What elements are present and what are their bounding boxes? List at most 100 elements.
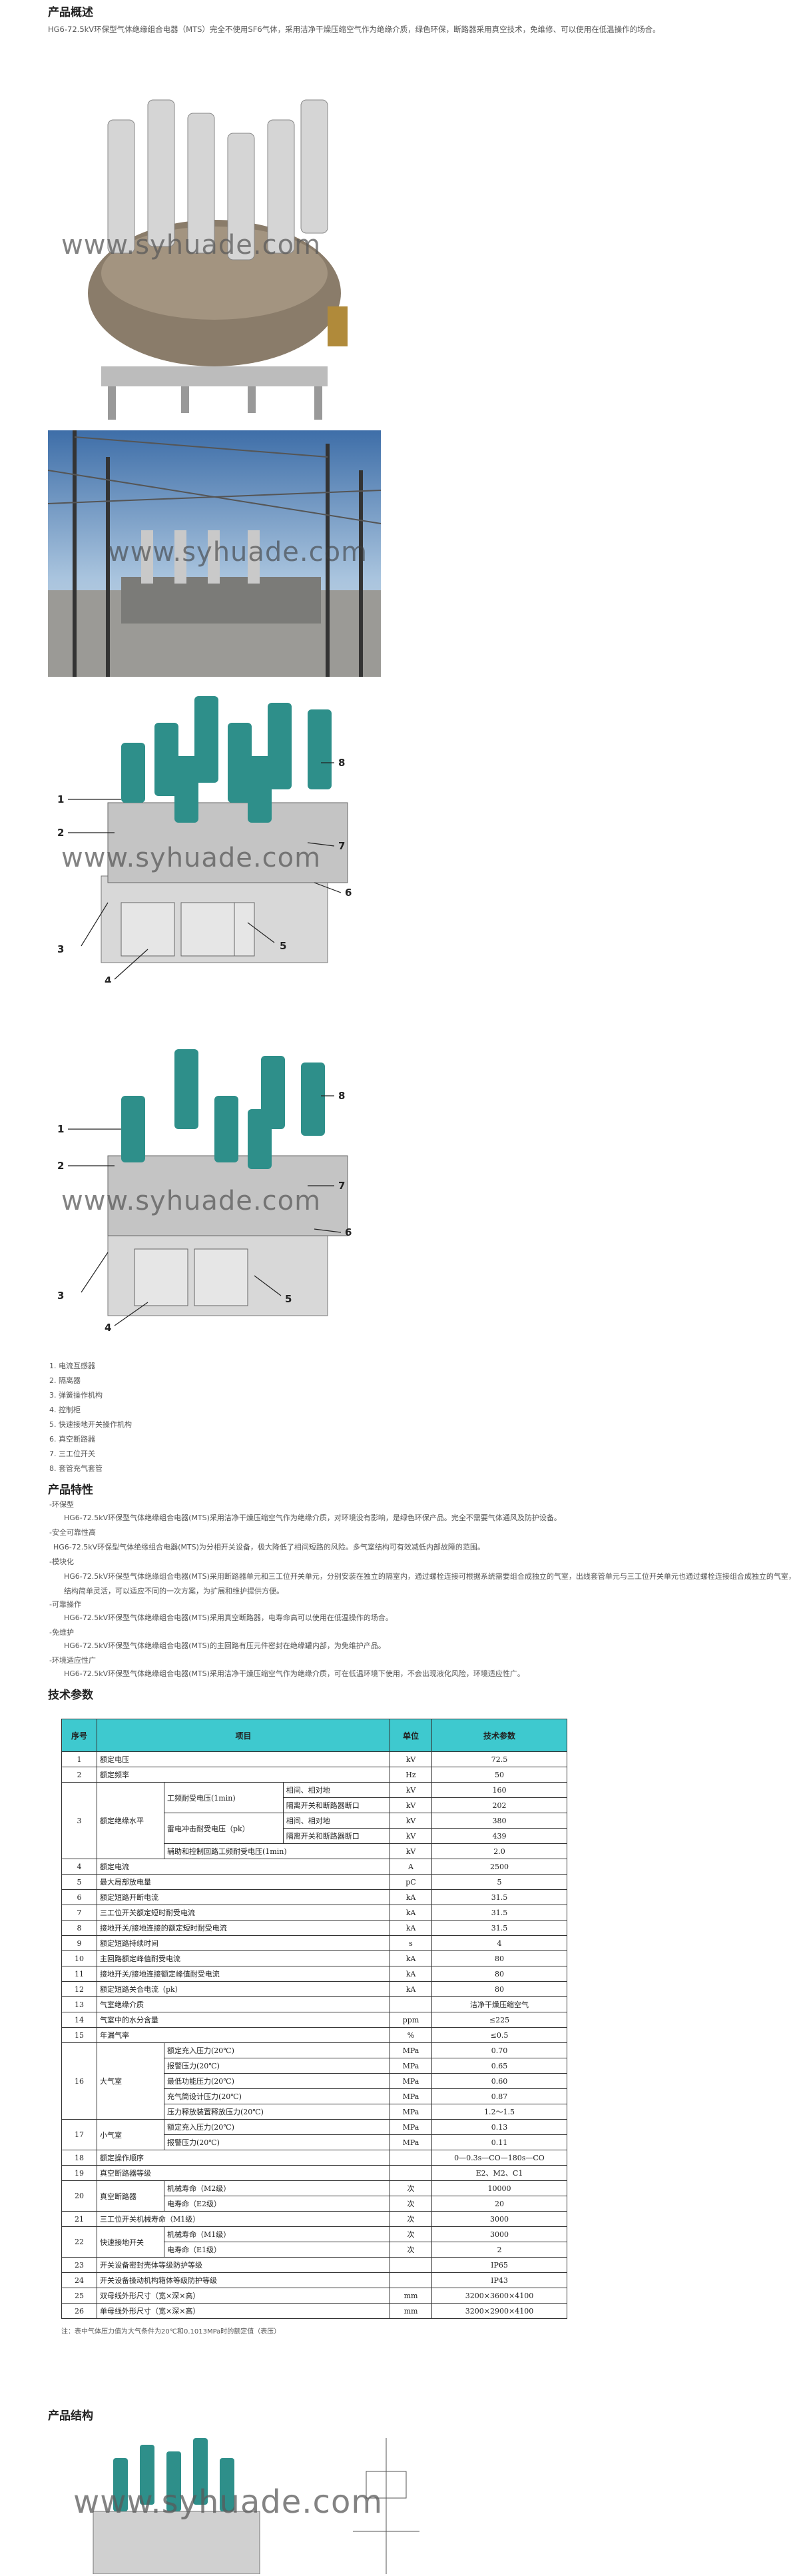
param-unit: MPa (390, 2088, 432, 2104)
feature-text: HG6-72.5kV环保型气体绝缘组合电器(MTS)采用真空断路器，电寿命高可以… (64, 1613, 393, 1622)
tech-note: 注：表中气体压力值为大气条件为20℃和0.1013MPa时的额定值（表压） (61, 2328, 281, 2336)
structure-diagram-2: 1 2 3 4 5 6 7 8 www.syhuade.com (48, 1023, 381, 1336)
diagram-label-3: 3 (57, 1290, 64, 1302)
diagram-label-6: 6 (345, 1226, 352, 1238)
param-value: ≤0.5 (431, 2027, 567, 2043)
row-number: 9 (61, 1935, 97, 1951)
param-group: 真空断路器 (97, 2180, 164, 2212)
diagram-label-3: 3 (57, 943, 64, 955)
col-header: 序号 (61, 1719, 97, 1752)
param-name: 额定短路开断电流 (97, 1889, 390, 1905)
structure-drawing: www.syhuade.com (73, 2431, 446, 2575)
product-photo-1: www.syhuade.com (48, 73, 381, 420)
param-unit: MPa (390, 2058, 432, 2074)
param-unit: kV (390, 1843, 432, 1859)
param-name: 额定电流 (97, 1859, 390, 1875)
legend-item: 8. 套管充气套管 (49, 1464, 103, 1473)
param-unit: kA (390, 1905, 432, 1921)
structure-diagram-1: 1 2 3 4 5 6 7 8 www.syhuade.com (48, 683, 381, 987)
param-unit: kA (390, 1920, 432, 1936)
param-name: 气室绝缘介质 (97, 1996, 390, 2012)
param-value: 80 (431, 1966, 567, 1982)
watermark: www.syhuade.com (61, 1186, 322, 1216)
param-name: 真空断路器等级 (97, 2165, 390, 2181)
param-value: 50 (431, 1767, 567, 1783)
param-name: 接地开关/接地连接的额定短时耐受电流 (97, 1920, 390, 1936)
param-value: 2.0 (431, 1843, 567, 1859)
row-number: 15 (61, 2027, 97, 2043)
col-header: 技术参数 (431, 1719, 567, 1752)
param-unit: 次 (390, 2242, 432, 2258)
param-name: 额定操作顺序 (97, 2150, 390, 2166)
param-value: IP65 (431, 2257, 567, 2273)
site-photo: www.syhuade.com (47, 430, 382, 677)
param-unit (390, 2165, 432, 2181)
param-value: 0—0.3s—CO—180s—CO (431, 2150, 567, 2166)
diagram-label-2: 2 (57, 827, 64, 839)
param-unit: kA (390, 1950, 432, 1966)
legend-item: 7. 三工位开关 (49, 1450, 95, 1458)
col-header: 项目 (97, 1719, 390, 1752)
param-name: 辅助和控制回路工频耐受电压(1min) (164, 1843, 390, 1859)
param-value: 3000 (431, 2226, 567, 2242)
watermark: www.syhuade.com (108, 537, 368, 568)
param-unit: mm (390, 2288, 432, 2304)
param-unit: kA (390, 1981, 432, 1997)
param-name: 三工位开关机械寿命（M1级） (97, 2211, 390, 2227)
param-unit: MPa (390, 2073, 432, 2089)
diagram-label-7: 7 (338, 1180, 345, 1192)
param-unit: MPa (390, 2042, 432, 2058)
legend-item: 1. 电流互感器 (49, 1362, 95, 1370)
param-value: 洁净干燥压缩空气 (431, 1996, 567, 2012)
diagram-label-1: 1 (57, 1123, 64, 1135)
param-unit: 次 (390, 2226, 432, 2242)
row-number: 19 (61, 2165, 97, 2181)
param-value: 2500 (431, 1859, 567, 1875)
row-number: 18 (61, 2150, 97, 2166)
param-unit: kV (390, 1813, 432, 1829)
param-value: 3200×2900×4100 (431, 2303, 567, 2319)
param-name: 三工位开关额定短时耐受电流 (97, 1905, 390, 1921)
param-group: 小气室 (97, 2119, 164, 2150)
row-number: 24 (61, 2272, 97, 2288)
diagram-label-7: 7 (338, 840, 345, 852)
param-name: 开关设备操动机构箱体等级防护等级 (97, 2272, 390, 2288)
overview-text: HG6-72.5kV环保型气体绝缘组合电器（MTS）完全不使用SF6气体，采用洁… (48, 25, 661, 34)
param-unit: kA (390, 1966, 432, 1982)
param-name: 额定充入压力(20℃) (164, 2042, 390, 2058)
param-name: 报警压力(20℃) (164, 2058, 390, 2074)
legend-item: 4. 控制柜 (49, 1406, 81, 1414)
diagram-label-4: 4 (105, 975, 111, 983)
diagram-label-8: 8 (338, 1090, 345, 1102)
param-unit: MPa (390, 2119, 432, 2135)
param-value: 202 (431, 1797, 567, 1813)
param-name: 报警压力(20℃) (164, 2134, 390, 2150)
param-unit: pC (390, 1874, 432, 1890)
param-value: 20 (431, 2196, 567, 2212)
col-header: 单位 (390, 1719, 432, 1752)
watermark: www.syhuade.com (61, 230, 322, 260)
param-value: 31.5 (431, 1889, 567, 1905)
param-value: ≤225 (431, 2012, 567, 2028)
features-title: 产品特性 (48, 1484, 93, 1497)
param-value: 80 (431, 1981, 567, 1997)
param-name: 额定充入压力(20℃) (164, 2119, 390, 2135)
param-value: 0.70 (431, 2042, 567, 2058)
row-number: 22 (61, 2226, 97, 2258)
param-unit: MPa (390, 2134, 432, 2150)
watermark: www.syhuade.com (73, 2483, 384, 2521)
